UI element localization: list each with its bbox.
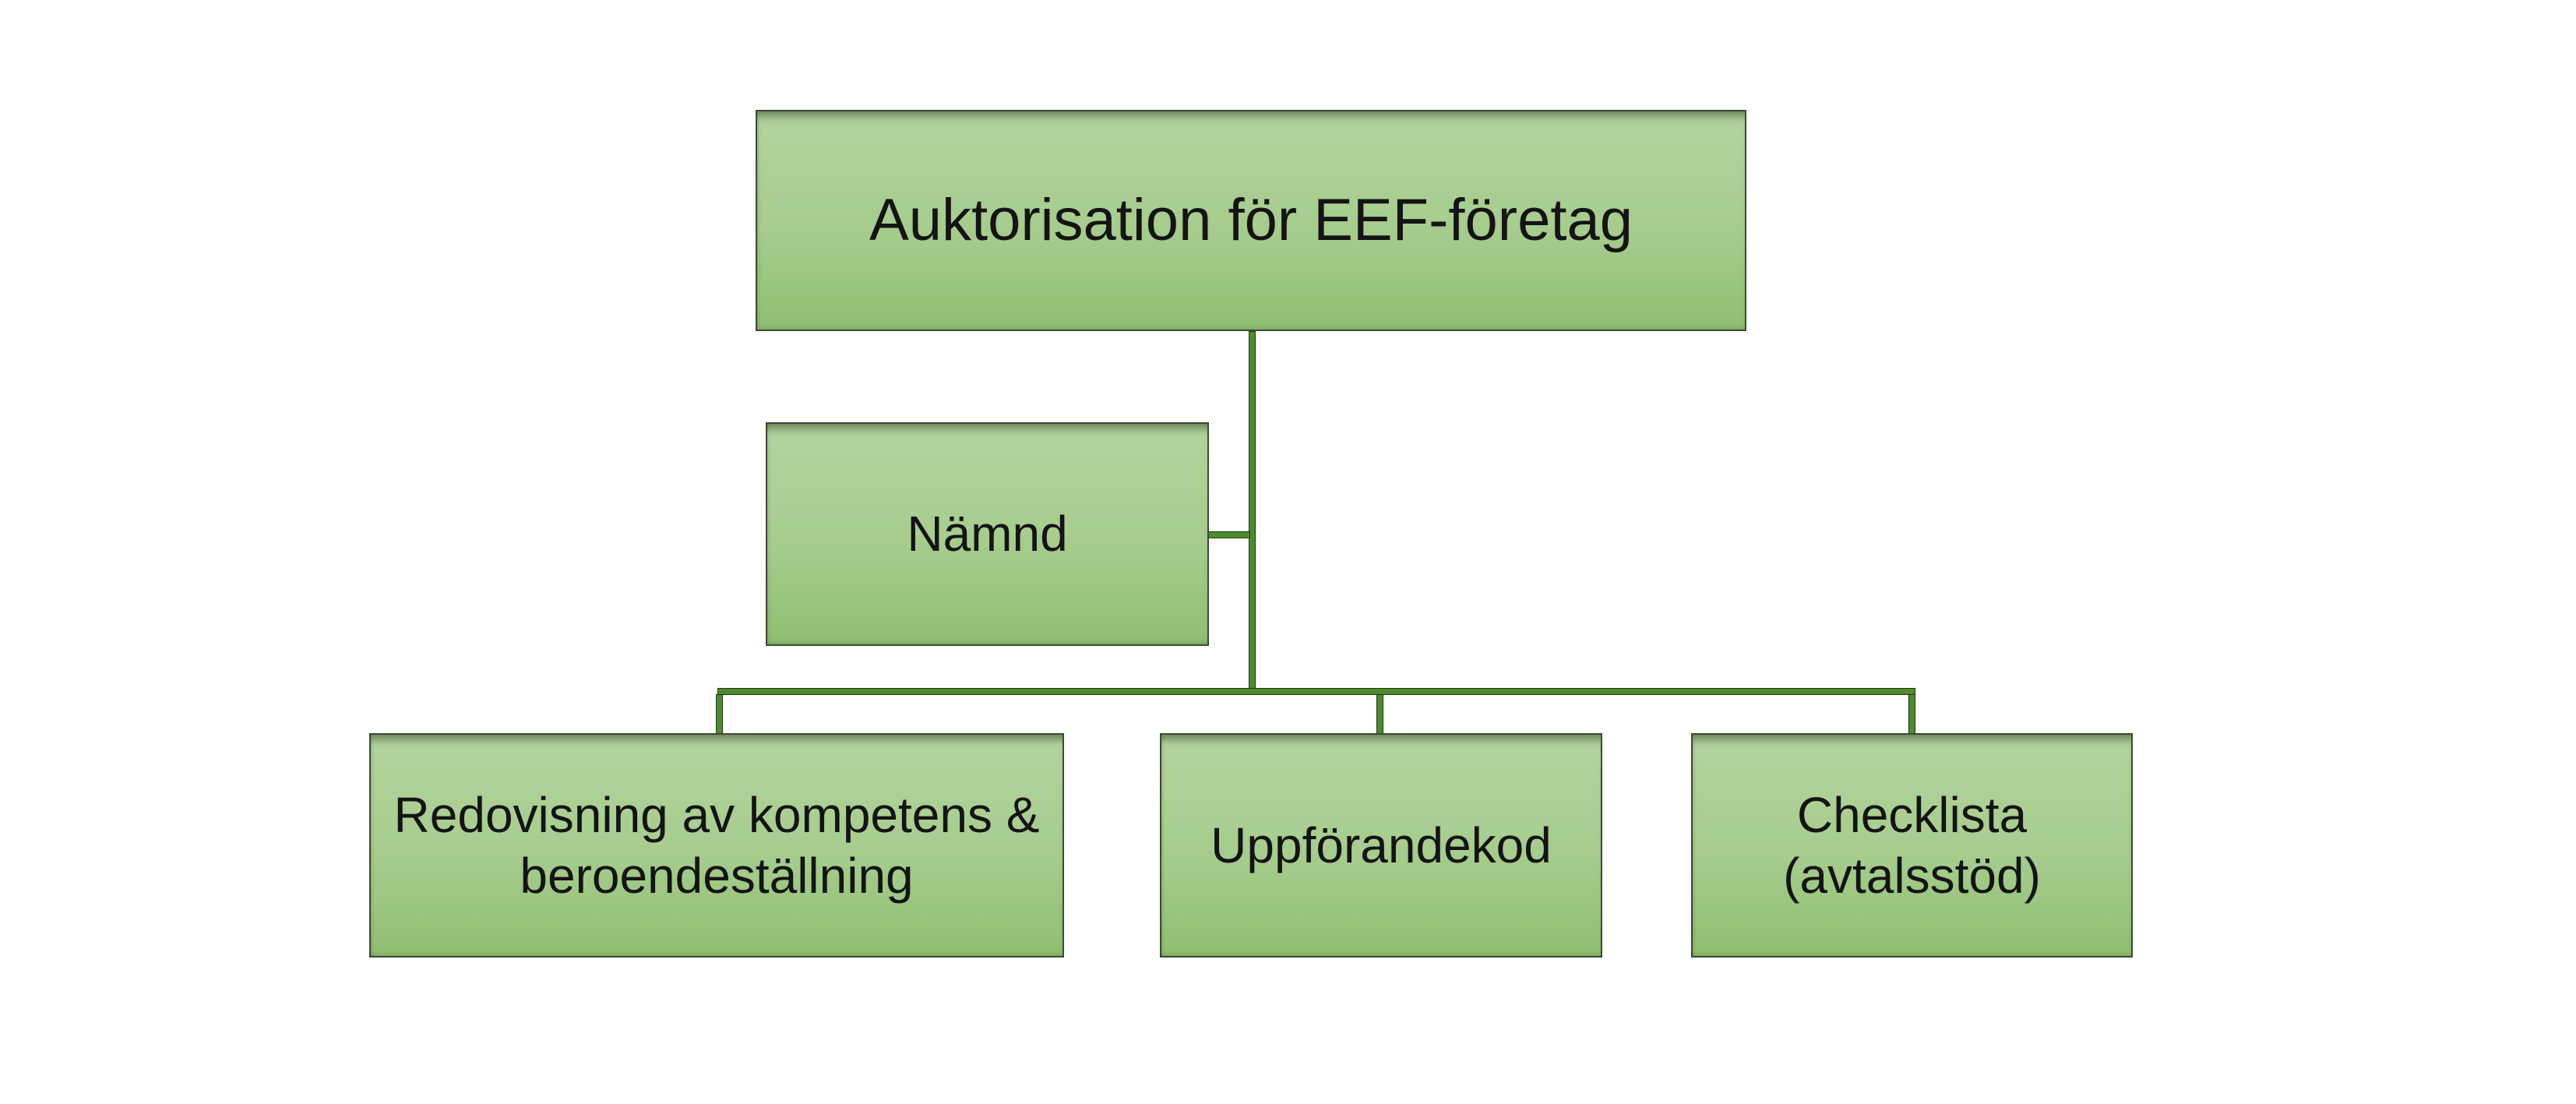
connector-drop-uppforandekod <box>1376 694 1383 734</box>
node-redovisning-label-line1: Redovisning av kompetens & <box>393 786 1040 843</box>
node-checklista: Checklista (avtalsstöd) <box>1691 733 2133 958</box>
connector-namnd-branch <box>1207 531 1250 538</box>
node-auktorisation: Auktorisation för EEF-företag <box>756 110 1746 331</box>
node-uppforandekod-label: Uppförandekod <box>1210 817 1552 873</box>
connector-drop-checklista <box>1908 694 1915 734</box>
connector-drop-redovisning <box>716 694 723 734</box>
node-namnd-label: Nämnd <box>907 506 1068 563</box>
node-checklista-label-line2: (avtalsstöd) <box>1783 848 2041 904</box>
node-redovisning: Redovisning av kompetens & beroendeställ… <box>369 733 1064 958</box>
connector-root-trunk <box>1249 331 1256 694</box>
node-uppforandekod: Uppförandekod <box>1160 733 1602 958</box>
node-checklista-label-line1: Checklista <box>1796 786 2028 843</box>
node-redovisning-label-line2: beroendeställning <box>520 848 914 904</box>
node-namnd: Nämnd <box>766 422 1209 646</box>
connector-children-bar <box>717 688 1915 695</box>
node-auktorisation-label: Auktorisation för EEF-företag <box>869 187 1633 254</box>
